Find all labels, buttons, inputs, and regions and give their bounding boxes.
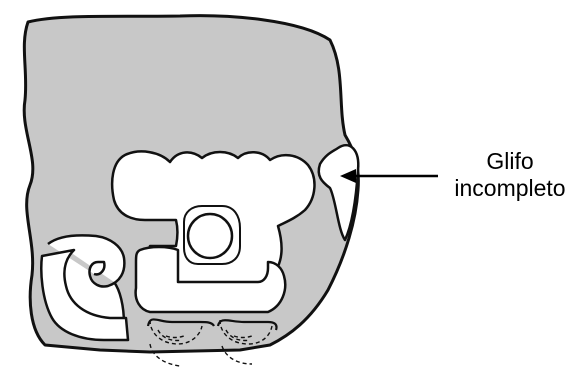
eye-circle: [188, 214, 232, 258]
annotation-line-1: Glifo: [440, 148, 580, 175]
annotation-line-2: incompleto: [440, 175, 580, 202]
annotation-label: Glifo incompleto: [440, 148, 580, 202]
